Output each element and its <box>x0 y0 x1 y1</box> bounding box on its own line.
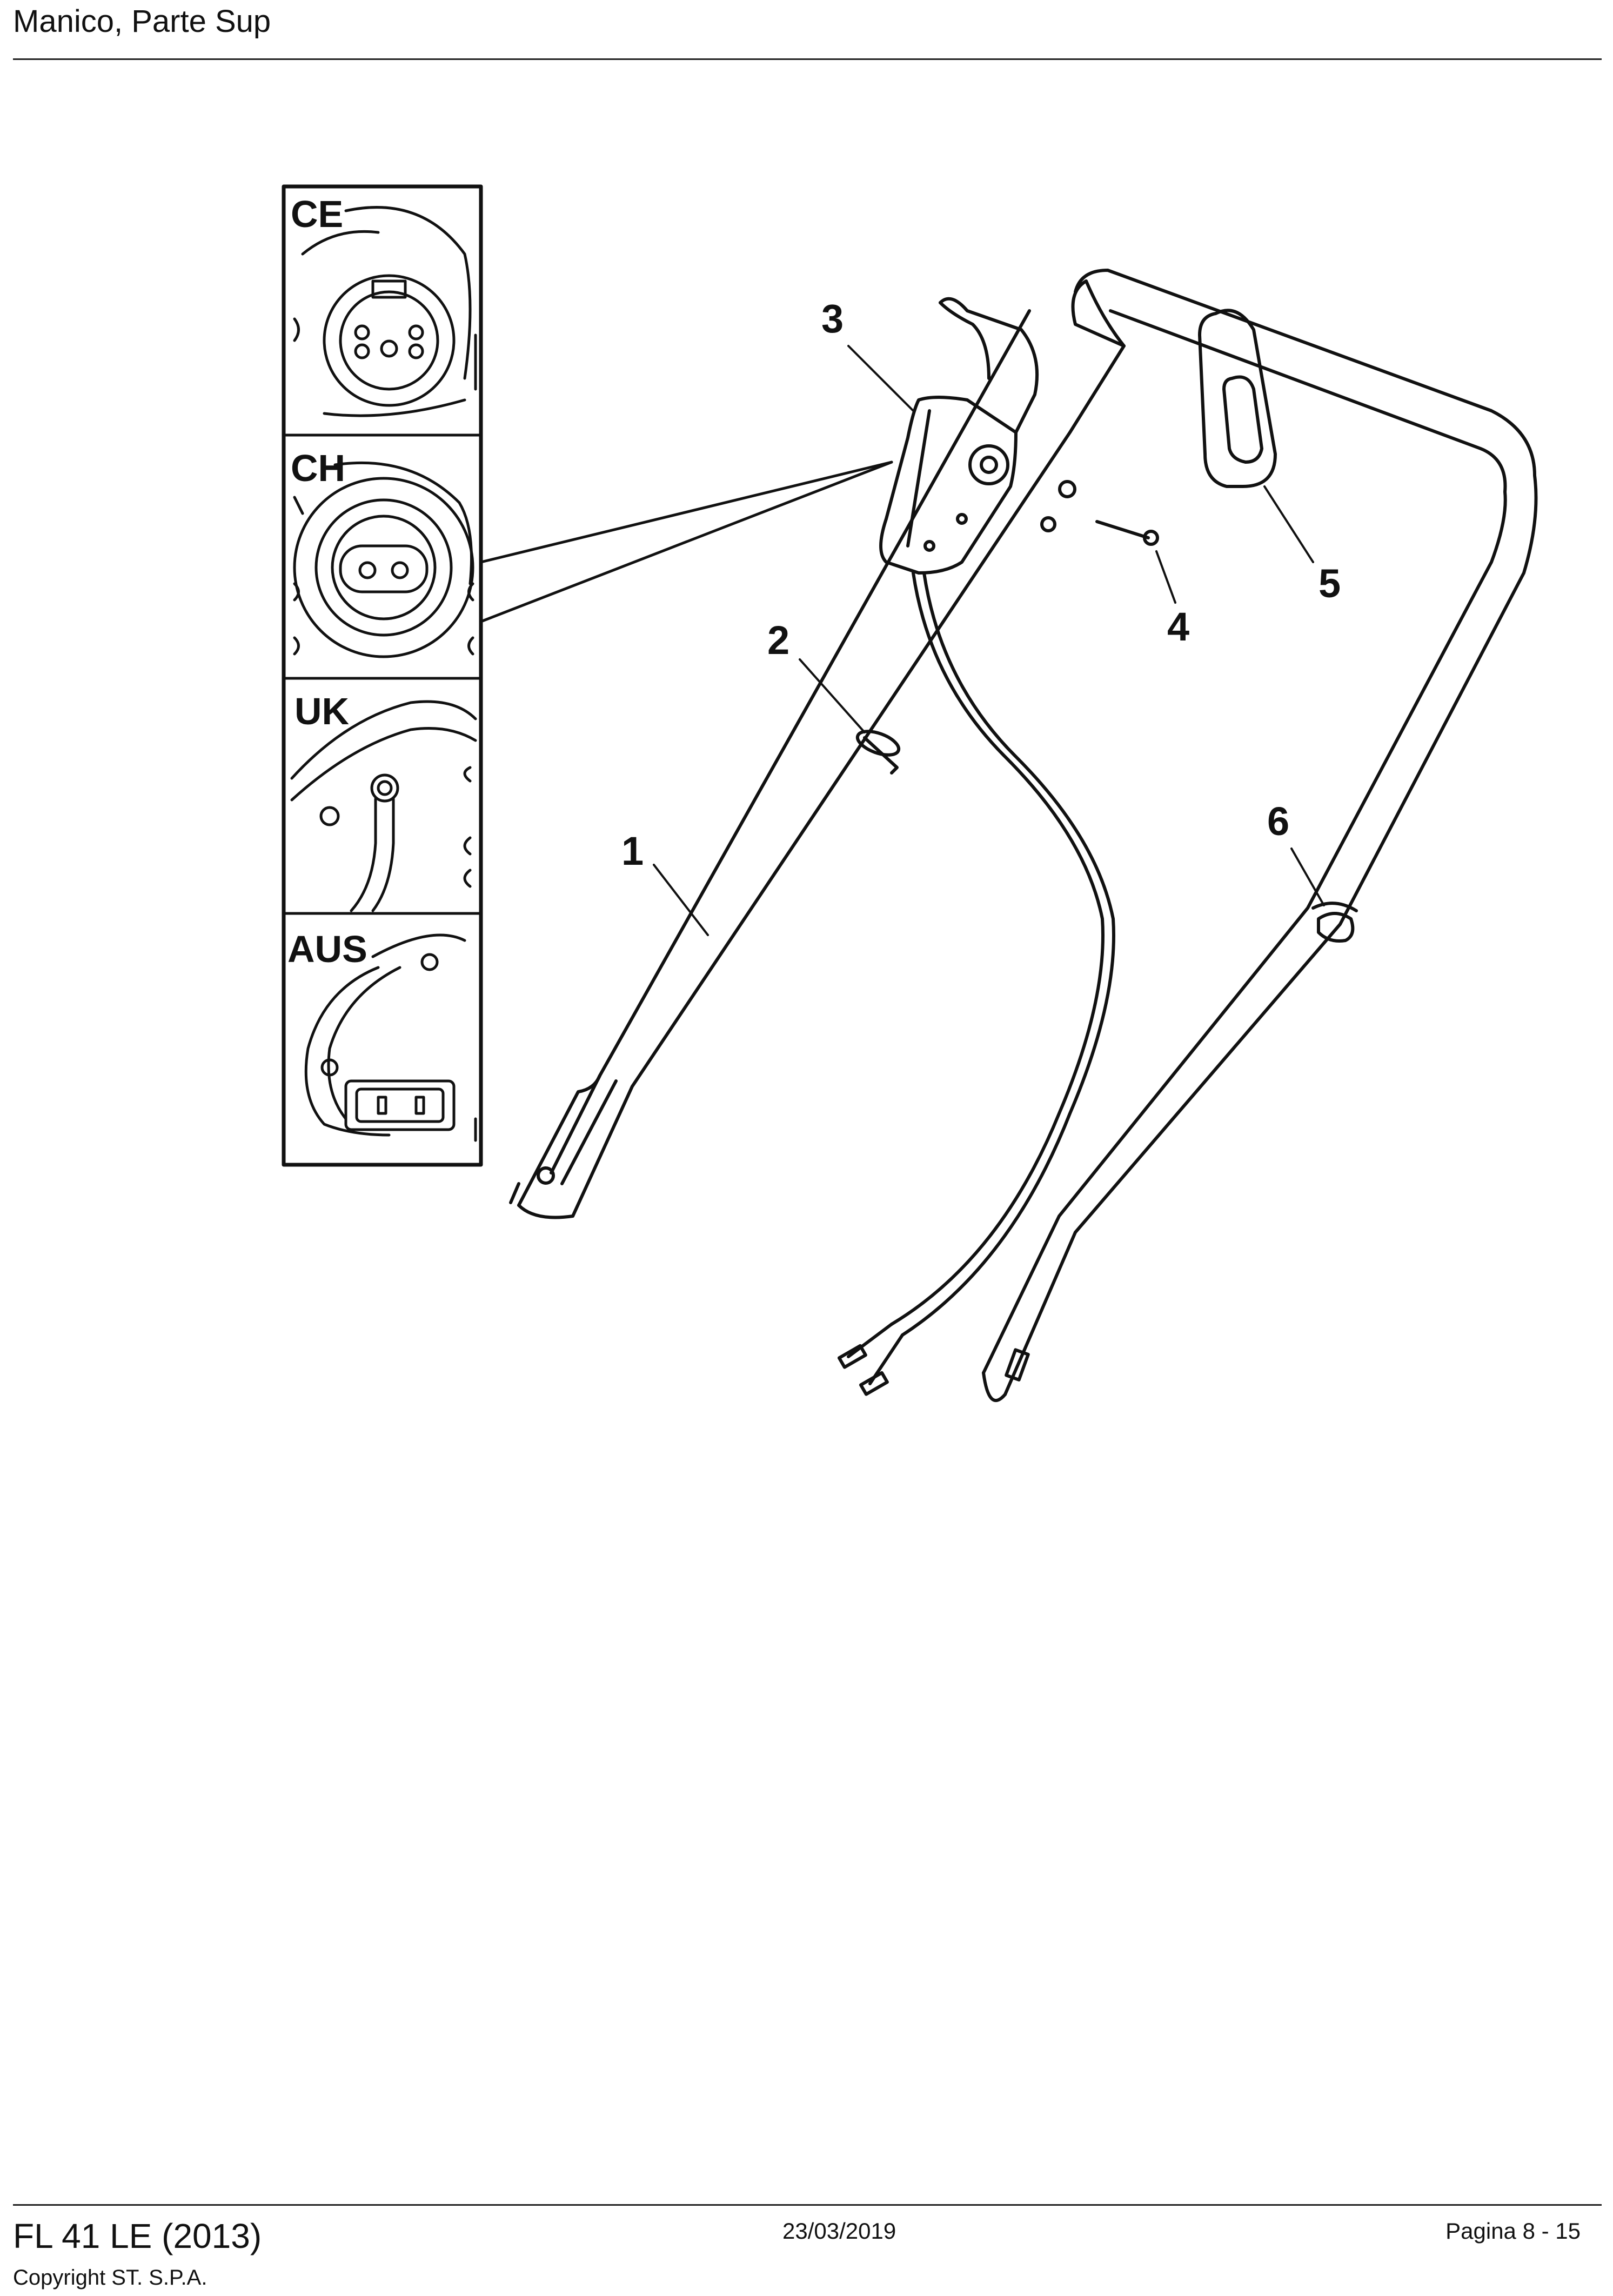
footer-copyright: Copyright ST. S.P.A. <box>13 2266 208 2290</box>
footer-divider <box>13 2204 1602 2206</box>
ce-socket-icon <box>293 206 477 417</box>
callout-3: 3 <box>821 296 844 341</box>
callout-2: 2 <box>767 618 789 663</box>
part-3-switch-box <box>879 297 1039 575</box>
region-label-ch: CH <box>291 447 345 489</box>
part-5-cable-hook <box>1198 309 1277 488</box>
region-label-aus: AUS <box>287 928 367 970</box>
callout-1: 1 <box>621 829 644 873</box>
part-6-right-handle-tube <box>982 269 1538 1402</box>
part-4-screw <box>1095 520 1159 546</box>
footer-date: 23/03/2019 <box>782 2218 896 2244</box>
ch-socket-icon <box>293 461 474 658</box>
header-divider <box>13 58 1602 60</box>
callout-5: 5 <box>1318 561 1341 606</box>
footer-model: FL 41 LE (2013) <box>13 2217 262 2255</box>
part-2-cable-clip <box>855 730 901 775</box>
uk-socket-icon <box>290 700 477 912</box>
region-label-ce: CE <box>291 193 343 235</box>
callout-6: 6 <box>1267 799 1289 844</box>
page-title: Manico, Parte Sup <box>13 4 271 39</box>
callout-4: 4 <box>1167 604 1189 649</box>
footer-page-number: Pagina 8 - 15 <box>1445 2218 1581 2244</box>
region-label-uk: UK <box>295 690 349 732</box>
part-1-left-handle-tube <box>509 279 1126 1219</box>
aus-socket-icon <box>304 933 477 1142</box>
power-cable <box>837 571 1115 1396</box>
socket-variants-inset: CE CH UK AUS <box>282 184 893 1167</box>
callout-leaders <box>653 345 1325 936</box>
